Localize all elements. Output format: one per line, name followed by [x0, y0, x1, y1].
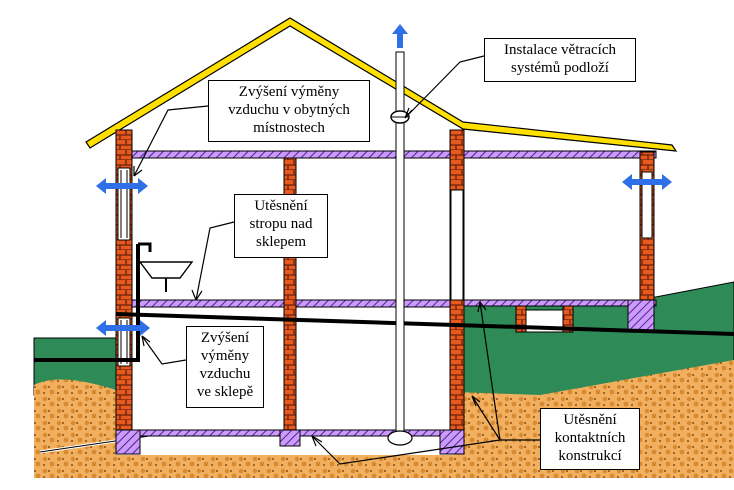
roof: [85, 17, 678, 152]
foundation-middle: [279, 429, 301, 447]
callout-line: Instalace větracích: [503, 42, 616, 58]
callout-line: Utěsnění: [254, 198, 308, 214]
airflow-arrows: [96, 174, 672, 336]
sink-assembly: [34, 242, 194, 362]
callout-line: konstrukcí: [558, 448, 622, 464]
callout-line: ve sklepě: [196, 384, 254, 400]
double-arrow-icon: [96, 320, 150, 336]
radon-drain-pipe: [115, 312, 734, 336]
left-window: [117, 167, 131, 241]
vent-pipe: [395, 51, 405, 437]
inner-door-gap: [450, 189, 464, 301]
annex-floor-slab: [455, 299, 657, 307]
leader-lines: [133, 55, 540, 465]
callout-vymena-sklep: Zvýšení výměny vzduchu ve sklepě: [186, 326, 264, 408]
leader-vymena-obytne: [133, 105, 209, 177]
leader-stropu: [195, 221, 235, 301]
leader-sklep: [141, 335, 187, 365]
drain-pipe: [34, 244, 140, 362]
vent-sump-icon: [387, 430, 413, 446]
callout-line: kontaktních: [554, 430, 626, 446]
callout-vymena-obytne: Zvýšení výměny vzduchu v obytných místno…: [208, 80, 370, 142]
attic-slab: [115, 150, 657, 159]
ventilation-stack: [387, 24, 413, 446]
faucet-icon: [138, 242, 152, 252]
foundation-left: [115, 429, 141, 455]
callout-line: Utěsnění: [563, 412, 617, 428]
double-arrow-icon: [96, 178, 148, 194]
callout-line: sklepem: [256, 234, 306, 250]
callout-line: vzduchu: [199, 366, 251, 382]
callout-utesneni-kontaktnich: Utěsnění kontaktních konstrukcí: [540, 408, 640, 470]
callout-instalace: Instalace větracích systémů podloží: [484, 38, 636, 82]
vent-exhaust-arrow-icon: [392, 24, 408, 48]
foundation-inner: [439, 429, 465, 455]
sink-icon: [138, 261, 194, 279]
callout-line: místnostech: [253, 120, 325, 136]
callout-line: Zvýšení: [200, 330, 250, 346]
callout-line: Zvýšení výměny: [238, 84, 340, 100]
callout-utesneni-stropu: Utěsnění stropu nad sklepem: [234, 194, 328, 258]
foundation-right: [627, 299, 655, 331]
right-window: [641, 171, 653, 239]
double-arrow-icon: [622, 174, 672, 190]
leader-kontaktnich: [311, 301, 540, 465]
leader-instalace: [404, 55, 485, 119]
callout-line: systémů podloží: [511, 60, 609, 76]
callout-line: vzduchu v obytných: [228, 102, 350, 118]
callout-line: stropu nad: [249, 216, 313, 232]
callout-line: výměny: [200, 348, 250, 364]
